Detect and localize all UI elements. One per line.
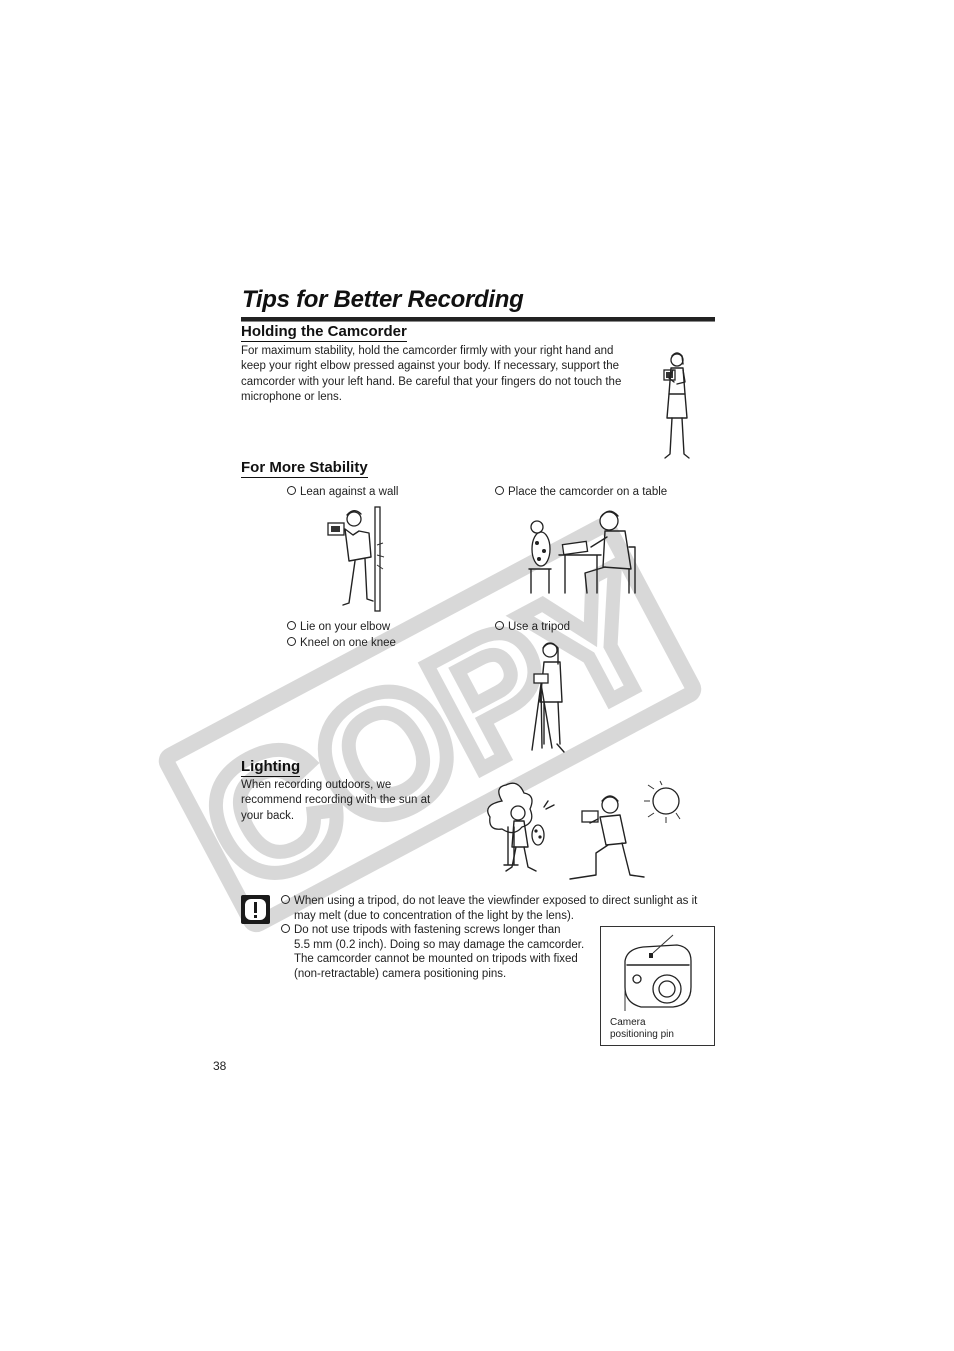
bullet-ring-icon [287, 637, 296, 646]
page-number: 38 [213, 1059, 227, 1073]
holding-heading: Holding the Camcorder [241, 323, 407, 342]
title-divider [241, 317, 715, 321]
bullet-ring-icon [281, 924, 290, 933]
caution-exclamation-icon [241, 895, 270, 924]
bullet-ring-icon [495, 621, 504, 630]
tip-lean-wall: Lean against a wall [287, 484, 398, 500]
lighting-text: When recording outdoors, we recommend re… [241, 779, 431, 822]
bullet-ring-icon [281, 895, 290, 904]
tip-tripod: Use a tripod [495, 619, 570, 635]
stability-heading: For More Stability [241, 459, 368, 478]
copy-watermark: COPY [158, 517, 702, 933]
lighting-scene-illustration [487, 780, 681, 880]
caution-item-1: When using a tripod, do not leave the vi… [281, 894, 721, 923]
title-divider-shadow [241, 321, 715, 322]
camera-pin-figure: Camera positioning pin [600, 926, 715, 1046]
camera-pin-label: Camera positioning pin [610, 1017, 674, 1040]
lean-against-wall-illustration [327, 506, 385, 612]
standing-person-illustration [663, 352, 690, 459]
bullet-ring-icon [287, 621, 296, 630]
camcorder-on-table-illustration [528, 510, 636, 594]
holding-text: For maximum stability, hold the camcorde… [241, 345, 622, 403]
bullet-ring-icon [495, 486, 504, 495]
tip-lie-elbow: Lie on your elbow [287, 619, 390, 635]
page-title: Tips for Better Recording [242, 286, 524, 313]
bullet-ring-icon [287, 486, 296, 495]
tripod-illustration [531, 642, 565, 753]
tip-kneel: Kneel on one knee [287, 635, 396, 651]
caution-item-2: Do not use tripods with fastening screws… [281, 923, 601, 981]
lighting-heading: Lighting [241, 758, 301, 777]
camcorder-bottom-illustration [624, 934, 692, 1011]
tip-table: Place the camcorder on a table [495, 484, 667, 500]
